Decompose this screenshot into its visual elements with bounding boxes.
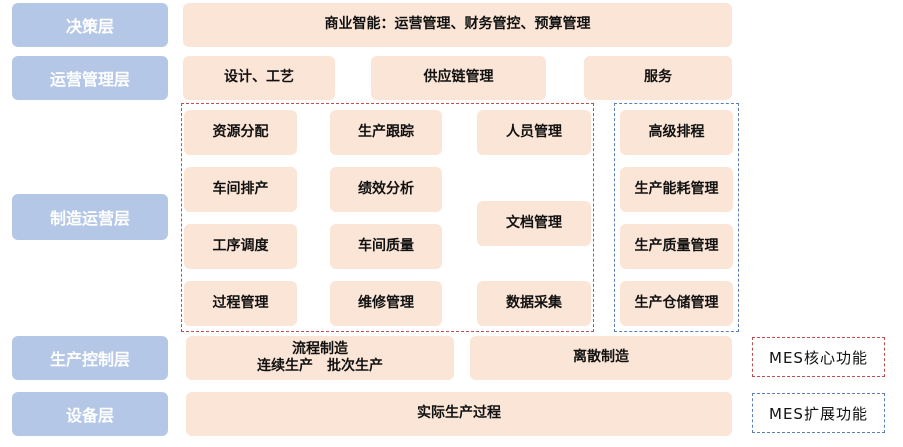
warehouse-management-box: 生产仓储管理 — [620, 281, 733, 326]
process-dispatch-box: 工序调度 — [184, 224, 297, 269]
process-manufacturing-title: 流程制造 — [292, 340, 348, 357]
workshop-quality-box: 车间质量 — [330, 224, 442, 269]
performance-analysis-box: 绩效分析 — [330, 167, 442, 212]
process-manufacturing-sub: 连续生产 批次生产 — [257, 358, 383, 374]
discrete-manufacturing-box: 离散制造 — [470, 336, 732, 380]
design-process-box: 设计、工艺 — [183, 56, 335, 100]
workshop-scheduling-box: 车间排产 — [184, 167, 297, 212]
energy-management-box: 生产能耗管理 — [620, 167, 733, 212]
maintenance-management-box: 维修管理 — [330, 281, 442, 326]
legend-mes-core: MES核心功能 — [752, 337, 885, 377]
layer-operations: 运营管理层 — [12, 56, 168, 100]
production-tracking-box: 生产跟踪 — [330, 110, 442, 155]
resource-allocation-box: 资源分配 — [184, 110, 297, 155]
bi-box: 商业智能：运营管理、财务管控、预算管理 — [183, 3, 732, 47]
process-management-box: 过程管理 — [184, 281, 297, 326]
mes-ext-frame — [614, 103, 739, 332]
supply-chain-box: 供应链管理 — [371, 56, 546, 100]
layer-production-control: 生产控制层 — [12, 336, 168, 380]
legend-mes-ext: MES扩展功能 — [752, 393, 885, 433]
quality-management-box: 生产质量管理 — [620, 224, 733, 269]
layer-decision: 决策层 — [12, 3, 168, 47]
personnel-management-box: 人员管理 — [477, 110, 591, 155]
service-box: 服务 — [584, 56, 732, 100]
layer-manufacturing-ops: 制造运营层 — [12, 194, 168, 240]
layer-equipment: 设备层 — [12, 392, 168, 436]
process-manufacturing-box: 流程制造 连续生产 批次生产 — [186, 336, 454, 380]
actual-production-box: 实际生产过程 — [186, 392, 732, 436]
data-collection-box: 数据采集 — [477, 281, 591, 326]
document-management-box: 文档管理 — [477, 201, 591, 246]
mes-core-frame — [181, 103, 594, 332]
advanced-scheduling-box: 高级排程 — [620, 110, 733, 155]
